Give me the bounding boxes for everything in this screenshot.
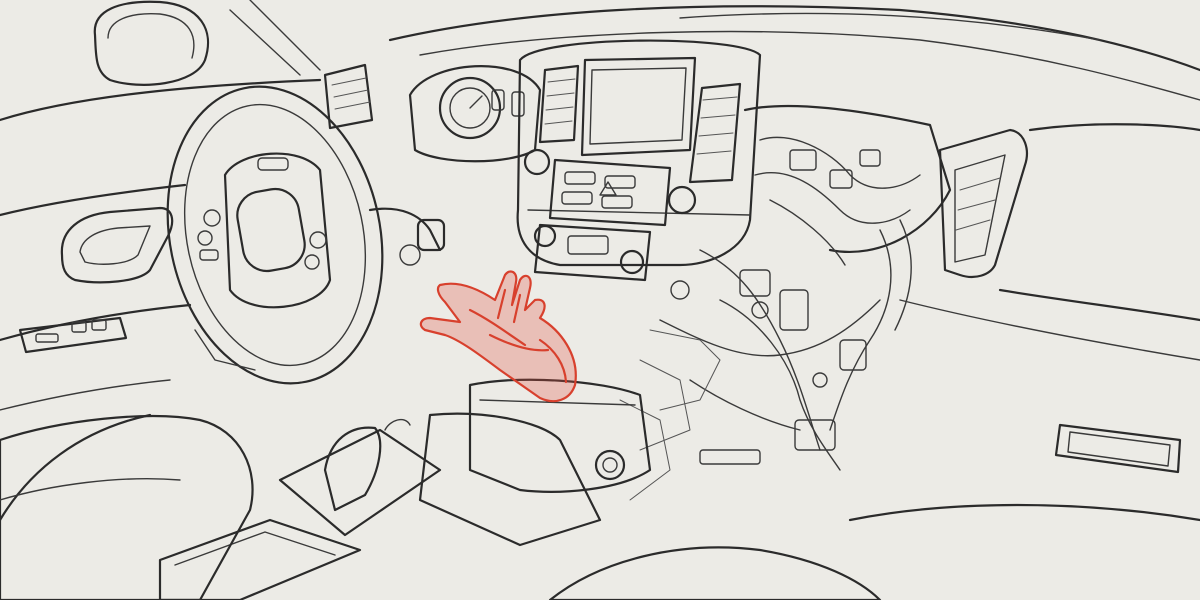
passenger-seat bbox=[548, 503, 1200, 600]
steering-wheel[interactable] bbox=[141, 66, 409, 403]
steering-wheel-right-buttons[interactable] bbox=[257, 157, 327, 270]
instrument-cluster bbox=[408, 65, 542, 163]
window-switch-panel[interactable] bbox=[18, 316, 128, 354]
passenger-dashboard bbox=[899, 123, 1200, 361]
lower-console bbox=[418, 378, 652, 547]
center-vent-right[interactable] bbox=[688, 82, 742, 184]
right-air-vent[interactable] bbox=[938, 128, 1028, 279]
center-stack bbox=[516, 39, 762, 267]
infotainment-screen[interactable] bbox=[580, 56, 697, 157]
steering-wheel-left-buttons[interactable] bbox=[197, 209, 221, 261]
exposed-wiring-bundle bbox=[619, 104, 952, 501]
driver-seat bbox=[0, 414, 254, 600]
center-vent-left[interactable] bbox=[538, 64, 580, 144]
climate-control-panel[interactable] bbox=[523, 148, 697, 227]
side-mirror bbox=[93, 0, 210, 86]
glovebox-handle[interactable] bbox=[1054, 423, 1182, 474]
red-hand-icon bbox=[419, 270, 577, 403]
windshield-outline bbox=[388, 5, 1200, 101]
radio-unit[interactable] bbox=[533, 223, 652, 282]
door-frame bbox=[0, 0, 322, 522]
left-air-vent[interactable] bbox=[323, 63, 374, 130]
door-handle[interactable] bbox=[60, 206, 174, 284]
center-armrest bbox=[158, 518, 362, 600]
gear-shifter[interactable] bbox=[278, 418, 442, 537]
steering-column-stalk[interactable] bbox=[368, 207, 446, 266]
